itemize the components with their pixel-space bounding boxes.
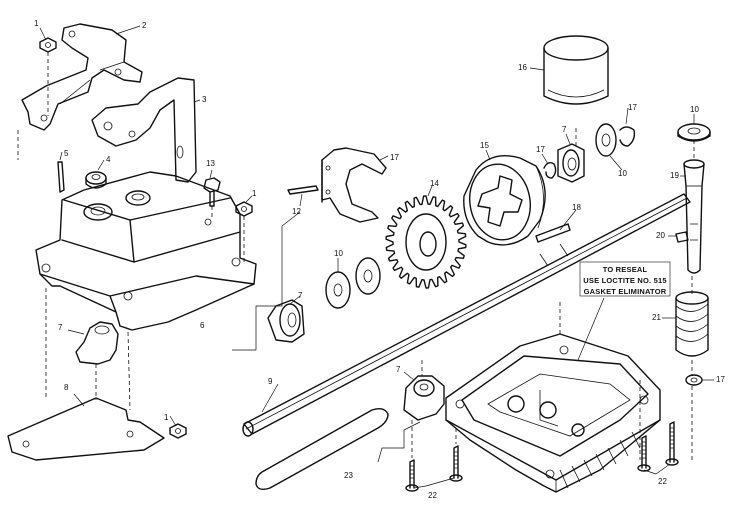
label-part-7b: 7 bbox=[298, 291, 303, 300]
note-line-1: TO RESEAL bbox=[603, 265, 648, 274]
label-part-1a: 1 bbox=[34, 19, 39, 28]
label-part-16: 16 bbox=[518, 63, 527, 72]
label-part-15: 15 bbox=[480, 141, 489, 150]
label-part-6: 6 bbox=[200, 321, 205, 330]
part-worm-gear-21 bbox=[675, 291, 709, 357]
label-part-21: 21 bbox=[652, 313, 661, 322]
part-pin-12 bbox=[287, 185, 319, 195]
label-part-1c: 1 bbox=[164, 413, 169, 422]
label-part-8: 8 bbox=[64, 383, 69, 392]
assembly-lines-left bbox=[17, 52, 301, 411]
part-clip-17b bbox=[619, 126, 636, 147]
label-part-7c: 7 bbox=[562, 125, 567, 134]
part-clip-17a bbox=[543, 161, 557, 179]
assembly-lines-center bbox=[377, 300, 561, 463]
part-washer-10a bbox=[595, 123, 617, 157]
label-part-17c: 17 bbox=[628, 103, 637, 112]
label-part-2: 2 bbox=[142, 21, 147, 30]
part-shift-fork bbox=[321, 147, 387, 223]
label-part-1b: 1 bbox=[252, 189, 257, 198]
label-part-20: 20 bbox=[656, 231, 665, 240]
label-part-7a: 7 bbox=[58, 323, 63, 332]
part-fork-bracket bbox=[91, 77, 197, 183]
label-part-13: 13 bbox=[206, 159, 215, 168]
part-main-shaft-9 bbox=[242, 193, 691, 437]
label-part-4: 4 bbox=[106, 155, 111, 164]
part-washer-4 bbox=[85, 171, 107, 189]
part-plate-8 bbox=[7, 397, 165, 461]
label-part-18: 18 bbox=[572, 203, 581, 212]
part-screw-22a bbox=[405, 459, 419, 492]
part-washer-10c bbox=[325, 271, 351, 309]
part-bushing-7a bbox=[75, 321, 119, 365]
part-gear-14 bbox=[385, 195, 467, 289]
part-screw-22d bbox=[665, 421, 679, 466]
label-part-17a: 17 bbox=[390, 153, 399, 162]
part-washer-10d bbox=[355, 257, 381, 295]
part-key-20 bbox=[675, 231, 689, 243]
label-part-5: 5 bbox=[64, 149, 69, 158]
part-nut-1b bbox=[235, 201, 253, 217]
part-nut-1c bbox=[169, 423, 187, 439]
callouts: 1 2 3 4 5 13 1 6 7 8 1 9 7 10 12 17 14 bbox=[34, 19, 725, 500]
part-clip-17c bbox=[685, 374, 703, 386]
part-gearbox-base bbox=[445, 333, 661, 493]
part-screw-22b bbox=[449, 445, 463, 482]
label-part-19: 19 bbox=[670, 171, 679, 180]
label-part-23: 23 bbox=[344, 471, 353, 480]
part-bushing-7b bbox=[557, 143, 585, 183]
part-pin-5 bbox=[57, 161, 65, 193]
label-part-22a: 22 bbox=[428, 491, 437, 500]
label-part-9: 9 bbox=[268, 377, 273, 386]
label-part-10b: 10 bbox=[618, 169, 627, 178]
part-bushing-7d bbox=[403, 375, 445, 421]
label-part-17d: 17 bbox=[716, 375, 725, 384]
assembly-lines-right bbox=[575, 128, 695, 460]
note-box: TO RESEAL USE LOCTITE NO. 515 GASKET ELI… bbox=[577, 261, 671, 361]
label-part-12: 12 bbox=[292, 207, 301, 216]
label-part-3: 3 bbox=[202, 95, 207, 104]
note-line-2: USE LOCTITE NO. 515 bbox=[583, 276, 666, 285]
label-part-14: 14 bbox=[430, 179, 439, 188]
part-nut-1a bbox=[39, 37, 57, 53]
label-part-17b: 17 bbox=[536, 145, 545, 154]
part-key-18 bbox=[535, 223, 571, 243]
label-part-22b: 22 bbox=[658, 477, 667, 486]
part-sleeve-16 bbox=[543, 35, 609, 105]
part-upper-bracket bbox=[21, 23, 143, 131]
label-part-7d: 7 bbox=[396, 365, 401, 374]
part-gearbox-cover bbox=[35, 171, 257, 331]
label-part-10a: 10 bbox=[334, 249, 343, 258]
part-clutch-collar-15 bbox=[463, 155, 546, 246]
note-line-3: GASKET ELIMINATOR bbox=[584, 287, 667, 296]
part-link-23 bbox=[255, 407, 389, 491]
part-screw-22c bbox=[637, 435, 651, 472]
part-washer-10b bbox=[677, 123, 711, 142]
part-shaft-19 bbox=[683, 159, 705, 274]
label-part-10c: 10 bbox=[690, 105, 699, 114]
